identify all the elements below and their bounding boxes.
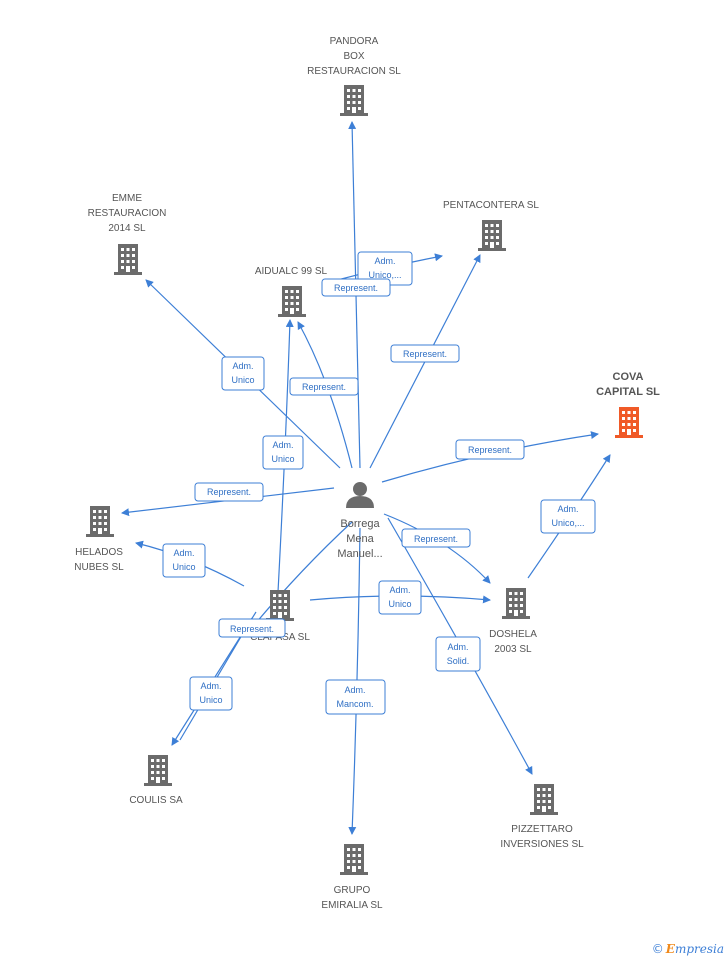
label-helados-1: HELADOS bbox=[75, 547, 123, 558]
label-cova-2: CAPITAL SL bbox=[596, 386, 660, 398]
building-icon-cova[interactable] bbox=[615, 407, 643, 438]
relation-label-pizzettaro[interactable]: Adm. Solid. bbox=[435, 636, 481, 672]
building-icon-grupo[interactable] bbox=[340, 844, 368, 875]
relation-label-doshela-clapasa[interactable]: Adm. Unico bbox=[378, 580, 422, 615]
rel-pentacontera-top: Represent. bbox=[334, 283, 378, 293]
rel-helados-person: Represent. bbox=[207, 487, 251, 497]
brand-initial: E bbox=[665, 942, 675, 956]
rel-aidualc-person: Represent. bbox=[302, 382, 346, 392]
rel-emme-2: Unico bbox=[231, 375, 254, 385]
label-pizzettaro-2: INVERSIONES SL bbox=[500, 839, 584, 850]
rel-helados-clapasa-2: Unico bbox=[172, 562, 195, 572]
label-helados-2: NUBES SL bbox=[74, 562, 124, 573]
label-aidualc-1: AIDUALC 99 SL bbox=[255, 266, 328, 277]
relation-label-pentacontera-top[interactable]: Represent. bbox=[321, 278, 391, 297]
rel-coulis-2: Unico bbox=[199, 695, 222, 705]
edges bbox=[121, 121, 611, 835]
person-icon bbox=[346, 482, 374, 508]
brand-name-rest: mpresia bbox=[674, 942, 724, 956]
edge-doshela-person bbox=[383, 513, 491, 584]
building-icon-pentacontera[interactable] bbox=[478, 220, 506, 251]
building-icon-helados[interactable] bbox=[86, 506, 114, 537]
label-pandora-2: BOX bbox=[343, 51, 364, 62]
label-grupo-1: GRUPO bbox=[334, 885, 371, 896]
building-icon-coulis[interactable] bbox=[144, 755, 172, 786]
label-pandora-3: RESTAURACION SL bbox=[307, 66, 401, 77]
edge-clapasa-person bbox=[249, 521, 353, 631]
footer-brand[interactable]: ©Empresia bbox=[652, 942, 724, 956]
relation-label-cova-doshela[interactable]: Adm. Unico,... bbox=[540, 499, 596, 534]
rel-aidualc-clapasa-1: Adm. bbox=[272, 440, 293, 450]
person-label-line-1: Borrega bbox=[340, 518, 380, 530]
buildings bbox=[86, 85, 643, 875]
label-coulis-1: COULIS SA bbox=[129, 795, 183, 806]
person-label-line-2: Mena bbox=[346, 533, 374, 545]
rel-pentacontera: Represent. bbox=[403, 349, 447, 359]
rel-helados-clapasa-1: Adm. bbox=[173, 548, 194, 558]
rel-pizzettaro-1: Adm. bbox=[447, 642, 468, 652]
label-pandora-1: PANDORA bbox=[330, 36, 379, 47]
label-cova-1: COVA bbox=[613, 371, 644, 383]
rel-grupo-1: Adm. bbox=[344, 685, 365, 695]
person-node[interactable]: Borrega Mena Manuel... bbox=[337, 482, 383, 560]
rel-cova: Represent. bbox=[468, 445, 512, 455]
relation-labels: Adm. Unico,... Represent. Represent. Adm… bbox=[162, 251, 596, 715]
rel-emme-1: Adm. bbox=[232, 361, 253, 371]
label-doshela-1: DOSHELA bbox=[489, 629, 537, 640]
label-pizzettaro-1: PIZZETTARO bbox=[511, 824, 573, 835]
label-pentacontera-1: PENTACONTERA SL bbox=[443, 200, 539, 211]
relation-label-pentacontera[interactable]: Represent. bbox=[390, 344, 460, 363]
building-icon-aidualc[interactable] bbox=[278, 286, 306, 317]
label-doshela-2: 2003 SL bbox=[494, 644, 532, 655]
rel-pandora-1: Adm. bbox=[374, 256, 395, 266]
relation-label-cova[interactable]: Represent. bbox=[455, 439, 525, 460]
rel-doshela-person: Represent. bbox=[414, 534, 458, 544]
relation-label-pandora[interactable]: Adm. Unico,... bbox=[357, 251, 413, 286]
building-icon-emme[interactable] bbox=[114, 244, 142, 275]
relation-label-doshela-person[interactable]: Represent. bbox=[401, 528, 471, 548]
label-emme-2: RESTAURACION bbox=[88, 208, 167, 219]
person-label-line-3: Manuel... bbox=[337, 548, 382, 560]
label-emme-3: 2014 SL bbox=[108, 223, 146, 234]
relation-label-helados-person[interactable]: Represent. bbox=[194, 482, 264, 502]
rel-pandora-2: Unico,... bbox=[368, 270, 401, 280]
relation-label-aidualc-person[interactable]: Represent. bbox=[289, 377, 359, 396]
rel-pizzettaro-2: Solid. bbox=[447, 656, 470, 666]
rel-doshela-clapasa-2: Unico bbox=[388, 599, 411, 609]
rel-coulis-1: Adm. bbox=[200, 681, 221, 691]
relation-label-coulis[interactable]: Adm. Unico bbox=[189, 676, 233, 711]
rel-cova-doshela-2: Unico,... bbox=[551, 518, 584, 528]
copyright-symbol: © bbox=[651, 942, 664, 956]
rel-aidualc-clapasa-2: Unico bbox=[271, 454, 294, 464]
building-icon-clapasa[interactable] bbox=[266, 590, 294, 621]
rel-grupo-2: Mancom. bbox=[336, 699, 373, 709]
rel-doshela-clapasa-1: Adm. bbox=[389, 585, 410, 595]
label-grupo-2: EMIRALIA SL bbox=[321, 900, 383, 911]
relation-label-emme[interactable]: Adm. Unico bbox=[221, 356, 265, 391]
building-icon-pizzettaro[interactable] bbox=[530, 784, 558, 815]
rel-cova-doshela-1: Adm. bbox=[557, 504, 578, 514]
relation-label-grupo[interactable]: Adm. Mancom. bbox=[325, 679, 386, 715]
relation-label-helados-clapasa[interactable]: Adm. Unico bbox=[162, 543, 206, 578]
relation-label-aidualc-clapasa[interactable]: Adm. Unico bbox=[262, 435, 304, 470]
building-icon-pandora[interactable] bbox=[340, 85, 368, 116]
building-icon-doshela[interactable] bbox=[502, 588, 530, 619]
rel-clapasa-person: Represent. bbox=[230, 624, 274, 634]
relation-label-clapasa-person[interactable]: Represent. bbox=[218, 618, 286, 638]
label-emme-1: EMME bbox=[112, 193, 142, 204]
